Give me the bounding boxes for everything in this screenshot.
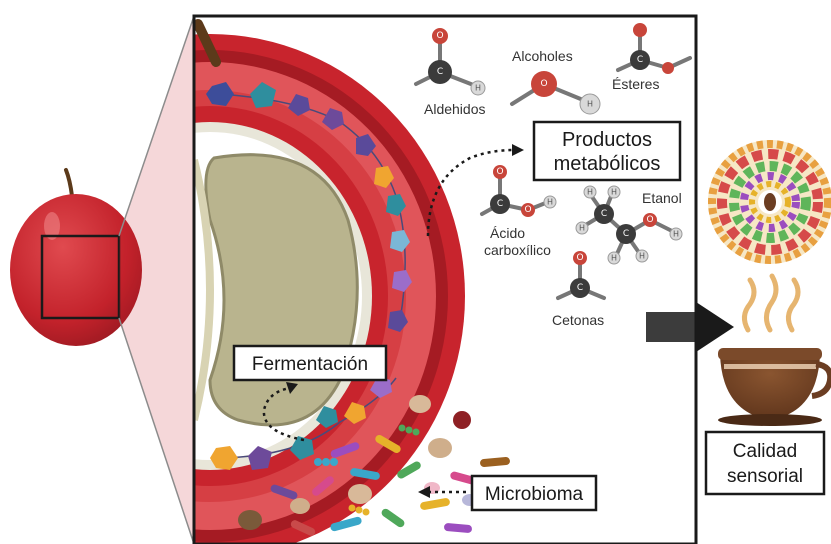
svg-text:O: O [496, 167, 503, 177]
svg-text:H: H [579, 224, 585, 233]
svg-text:H: H [547, 198, 553, 207]
label-acido-line1: Ácido [490, 225, 525, 241]
svg-text:H: H [611, 188, 617, 197]
svg-text:H: H [587, 100, 593, 109]
svg-text:H: H [475, 84, 481, 93]
svg-text:C: C [601, 209, 607, 219]
label-esteres: Ésteres [612, 76, 659, 92]
svg-text:H: H [639, 252, 645, 261]
label-etanol: Etanol [642, 190, 682, 206]
svg-text:C: C [497, 199, 503, 209]
svg-text:C: C [437, 67, 443, 77]
productos-metabolicos-box: Productos metabólicos [534, 122, 680, 180]
svg-text:H: H [587, 188, 593, 197]
label-alcoholes: Alcoholes [512, 48, 573, 64]
svg-text:C: C [623, 229, 629, 239]
svg-text:C: C [637, 55, 643, 65]
svg-text:O: O [576, 253, 583, 263]
svg-text:O: O [540, 79, 547, 89]
flavor-wheel-icon [708, 140, 831, 264]
svg-text:H: H [611, 254, 617, 263]
svg-text:Fermentación: Fermentación [252, 354, 368, 375]
svg-text:Productos: Productos [562, 129, 652, 151]
label-aldehidos: Aldehidos [424, 101, 486, 117]
fermentacion-box: Fermentación [234, 346, 386, 380]
svg-text:Calidad: Calidad [733, 441, 797, 462]
svg-text:O: O [524, 205, 531, 215]
svg-text:O: O [646, 215, 653, 225]
label-acido-line2: carboxílico [484, 242, 551, 258]
svg-text:sensorial: sensorial [727, 466, 803, 487]
zoom-projection [119, 16, 194, 544]
svg-text:C: C [577, 283, 583, 293]
svg-text:H: H [673, 230, 679, 239]
microbioma-box: Microbioma [472, 476, 596, 510]
calidad-sensorial-box: Calidad sensorial [706, 432, 824, 494]
svg-text:Microbioma: Microbioma [485, 484, 584, 505]
steam-icon [744, 276, 798, 330]
coffee-cup-icon [718, 348, 830, 426]
svg-text:O: O [436, 31, 443, 41]
svg-text:metabólicos: metabólicos [554, 153, 661, 175]
label-cetonas: Cetonas [552, 312, 604, 328]
coffee-bean [206, 155, 357, 425]
